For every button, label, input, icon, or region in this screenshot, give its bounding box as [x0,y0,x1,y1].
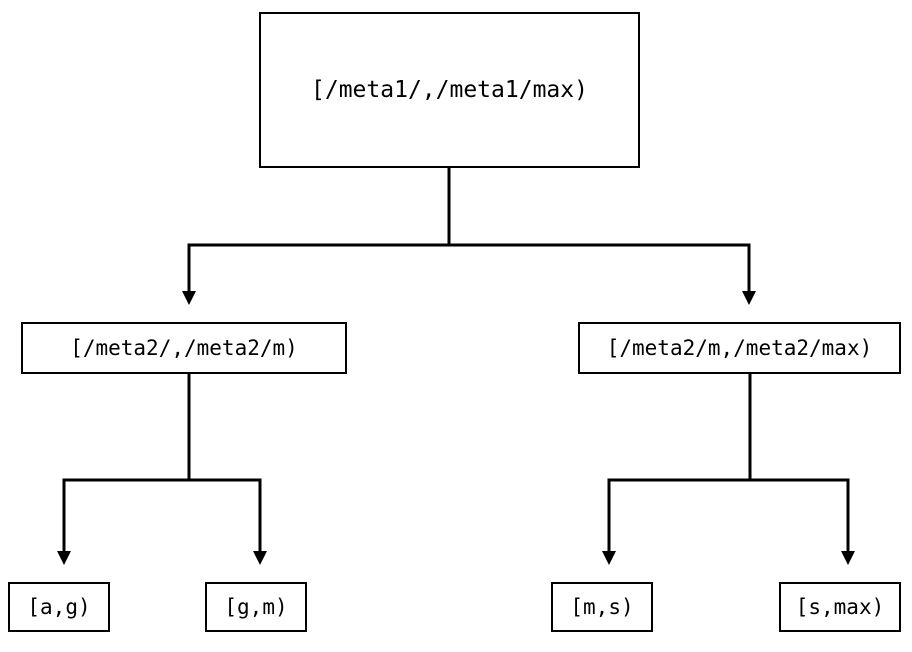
tree-node-leaf-ag[interactable]: [a,g) [8,582,110,632]
edge-meta2-high-to-leaf-ms [602,374,752,565]
tree-node-leaf-ms[interactable]: [m,s) [551,582,653,632]
edge-meta2-high-to-leaf-smax [750,478,855,565]
tree-node-root[interactable]: [/meta1/,/meta1/max) [259,12,640,168]
tree-node-meta2-high-label: [/meta2/m,/meta2/max) [606,335,873,360]
tree-node-meta2-high[interactable]: [/meta2/m,/meta2/max) [578,322,901,374]
tree-node-meta2-low[interactable]: [/meta2/,/meta2/m) [21,322,347,374]
tree-node-root-label: [/meta1/,/meta1/max) [311,76,588,103]
edge-meta2-low-to-leaf-ag [57,374,191,565]
tree-node-leaf-smax[interactable]: [s,max) [779,582,901,632]
tree-node-leaf-gm-label: [g,m) [224,594,288,619]
tree-node-meta2-low-label: [/meta2/,/meta2/m) [70,335,298,360]
tree-node-leaf-gm[interactable]: [g,m) [205,582,307,632]
tree-node-leaf-smax-label: [s,max) [795,594,885,619]
edge-root-to-meta2-high [449,243,756,305]
tree-node-leaf-ag-label: [a,g) [27,594,91,619]
edge-meta2-low-to-leaf-gm [189,478,267,565]
tree-node-leaf-ms-label: [m,s) [570,594,634,619]
edge-root-to-meta2-low [182,168,451,305]
